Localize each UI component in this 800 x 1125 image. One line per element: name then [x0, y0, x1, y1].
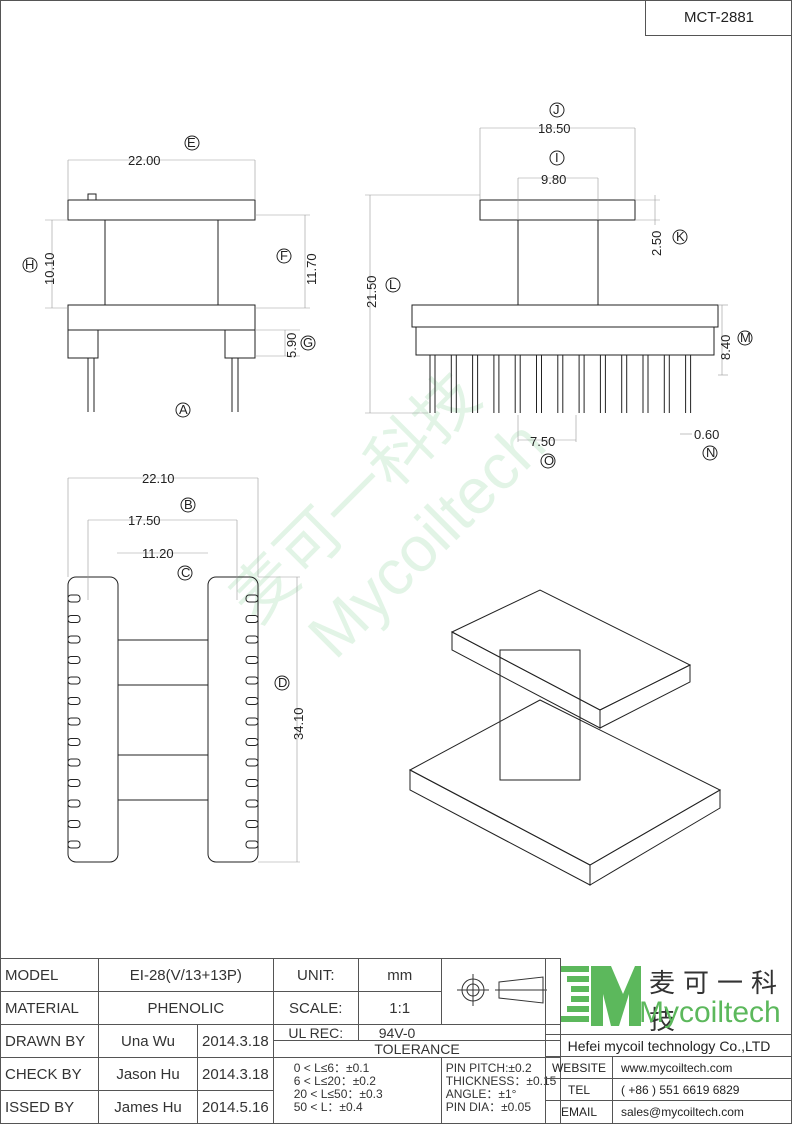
ul-label: UL REC: — [274, 1025, 359, 1041]
company-info: 麦可一科技 Mycoiltech Hefei mycoil technology… — [545, 958, 792, 1124]
scale-label: SCALE: — [272, 991, 359, 1025]
pin-slot — [245, 717, 259, 726]
pin-slot — [67, 635, 81, 644]
dim-h: 10.10 — [42, 252, 57, 285]
pin-slot — [67, 717, 81, 726]
website-label: WEBSITE — [546, 1057, 613, 1078]
scale-value: 1:1 — [357, 991, 442, 1025]
model-label: MODEL — [0, 958, 99, 992]
issued-by-value: James Hu — [98, 1090, 198, 1124]
dim-i: 9.80 — [541, 172, 566, 187]
pin-slot — [67, 799, 81, 808]
pin-slot — [67, 656, 81, 664]
pin-slot — [245, 656, 259, 664]
dim-d: 34.10 — [291, 707, 306, 740]
tag-k: K — [676, 229, 685, 244]
pin-slot — [67, 676, 81, 685]
email-link[interactable]: sales@mycoiltech.com — [621, 1105, 744, 1119]
pin-slot — [67, 594, 81, 603]
check-by-value: Jason Hu — [98, 1057, 198, 1091]
tel-value: ( +86 ) 551 6619 6829 — [621, 1082, 740, 1097]
issued-by-label: ISSED BY — [0, 1090, 99, 1124]
isometric-view — [408, 589, 722, 886]
tolerance-heading: TOLERANCE — [374, 1041, 460, 1057]
dim-e: 22.00 — [128, 153, 161, 168]
pin-slot — [245, 635, 259, 644]
dim-c: 11.20 — [142, 546, 174, 561]
dim-f: 11.70 — [304, 253, 319, 285]
check-date: 2014.3.18 — [197, 1057, 274, 1091]
check-by-label: CHECK BY — [0, 1057, 99, 1091]
logo-mark-icon — [561, 966, 641, 1026]
pin-slot — [245, 615, 259, 623]
dim-l: 21.50 — [364, 275, 379, 308]
pin-slot — [67, 820, 81, 828]
pin-slot — [245, 594, 259, 603]
dim-n: 0.60 — [694, 427, 719, 442]
tag-j: J — [553, 102, 560, 117]
drawing-number: MCT-2881 — [645, 0, 792, 36]
tag-n: N — [706, 445, 715, 460]
pin-slot — [67, 758, 81, 767]
side-view: 18.50 J 9.80 I 2.50 K 21.50 L 8.40 M 0.6… — [364, 102, 753, 469]
pin-slot — [67, 840, 81, 849]
pin-slot — [245, 820, 259, 828]
pin-slot — [245, 676, 259, 685]
pin-slot — [245, 697, 259, 705]
tag-l: L — [389, 277, 396, 292]
tel-label: TEL — [546, 1079, 613, 1100]
pin-slot — [67, 779, 81, 787]
pin-slot — [245, 738, 259, 746]
company-name: Hefei mycoil technology Co.,LTD — [546, 1035, 792, 1057]
tag-c: C — [181, 565, 190, 580]
dim-width: 22.10 — [142, 471, 175, 486]
material-label: MATERIAL — [0, 991, 99, 1025]
projection-symbol-icon — [440, 958, 562, 1025]
bottom-view: 22.10 17.50 B 11.20 C 34.10 D — [67, 471, 306, 863]
company-logo: 麦可一科技 Mycoiltech — [546, 958, 792, 1035]
pin-slot — [245, 799, 259, 808]
pin-slot — [245, 758, 259, 767]
watermark: 麦可一科技 Mycoiltech — [216, 359, 558, 672]
drawn-date: 2014.3.18 — [197, 1024, 274, 1058]
drawn-by-label: DRAWN BY — [0, 1024, 99, 1058]
tag-b: B — [184, 497, 193, 512]
view-label-a: A — [179, 402, 188, 417]
technical-drawing: 麦可一科技 Mycoiltech 22.00 E 10.10 H 11.70 F… — [22, 102, 753, 886]
website-link[interactable]: www.mycoiltech.com — [621, 1060, 733, 1075]
tag-e: E — [187, 135, 196, 150]
dim-g: 5.90 — [284, 333, 299, 358]
model-value: EI-28(V/13+13P) — [98, 958, 274, 992]
pin-slot — [245, 779, 259, 787]
unit-value: mm — [357, 958, 442, 992]
tag-i: I — [555, 150, 559, 165]
issued-date: 2014.5.16 — [197, 1090, 274, 1124]
email-label: EMAIL — [546, 1101, 613, 1123]
dim-m: 8.40 — [718, 335, 733, 360]
dim-b: 17.50 — [128, 513, 161, 528]
ul-value: 94V-0 — [378, 1025, 416, 1041]
dim-o: 7.50 — [530, 434, 555, 449]
pin-slot — [245, 840, 259, 849]
drawn-by-value: Una Wu — [98, 1024, 198, 1058]
tag-o: O — [544, 453, 554, 468]
unit-label: UNIT: — [272, 958, 359, 992]
tag-g: G — [303, 335, 313, 350]
tag-d: D — [278, 675, 287, 690]
dim-j: 18.50 — [538, 121, 571, 136]
front-view: 22.00 E 10.10 H 11.70 F 5.90 G A — [22, 135, 319, 418]
pin-slot — [67, 615, 81, 623]
pin-slot — [67, 738, 81, 746]
pin-slot — [67, 697, 81, 705]
title-block: MODEL EI-28(V/13+13P) UNIT: mm MATERIAL … — [0, 958, 562, 1124]
tag-h: H — [25, 257, 34, 272]
material-value: PHENOLIC — [98, 991, 274, 1025]
tag-m: M — [740, 330, 751, 345]
dim-k: 2.50 — [649, 231, 664, 256]
tag-f: F — [280, 248, 288, 263]
